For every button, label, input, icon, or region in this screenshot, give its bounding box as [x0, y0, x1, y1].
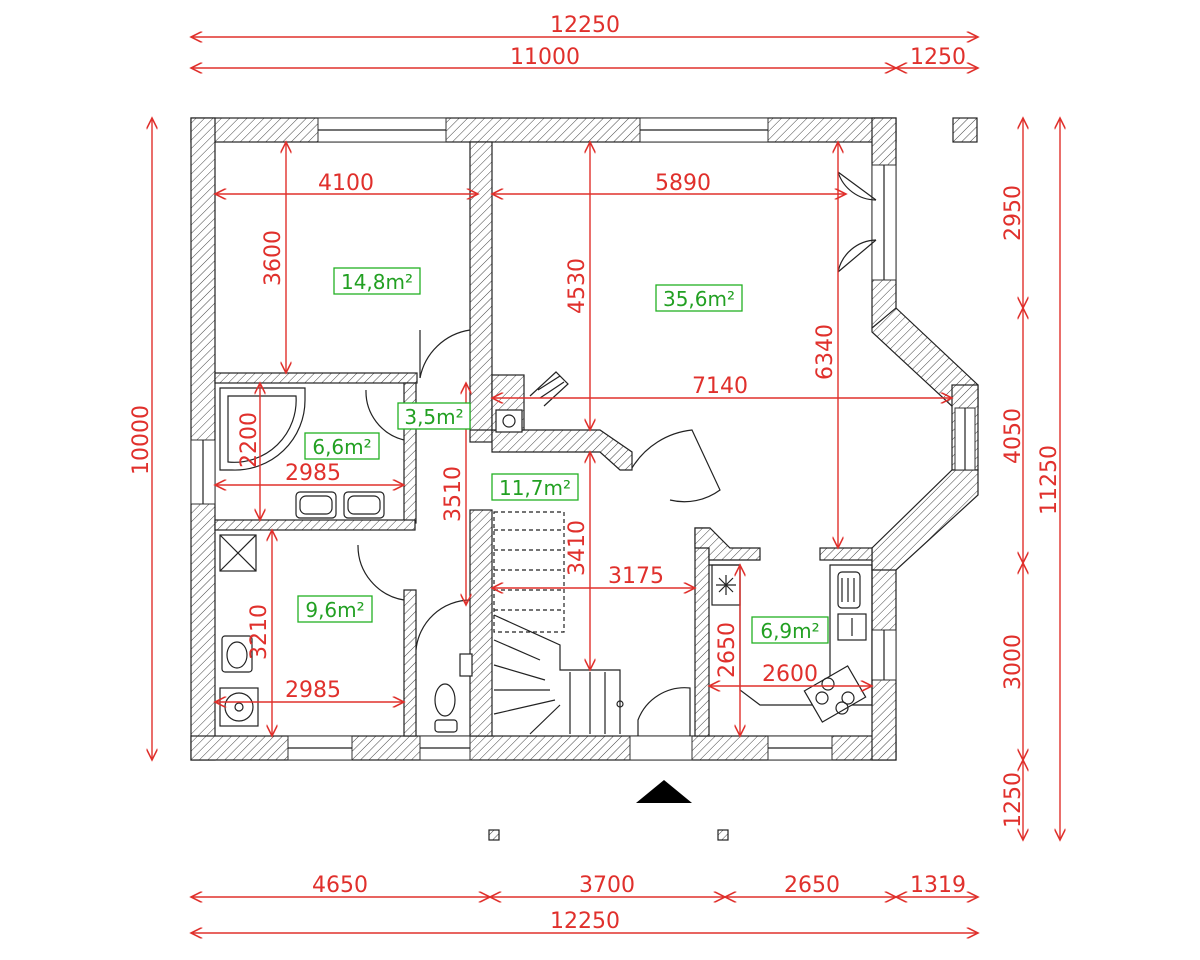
dimension-lines: [152, 37, 1060, 933]
north-wall: [190, 117, 897, 143]
wall-bedroom-living: [469, 141, 493, 443]
wall-chimney: [470, 429, 633, 471]
dim-top-main: 11000: [510, 45, 580, 70]
dim-room4-h: 3210: [247, 604, 272, 660]
entrance-arrow-icon: [636, 780, 692, 803]
wall-room4-wc: [403, 589, 417, 737]
dim-right-3: 3000: [1001, 634, 1026, 690]
dim-bottom-3: 2650: [784, 873, 840, 898]
door-living: [631, 429, 721, 503]
dim-stair-w: 3175: [608, 564, 664, 589]
dim-right-4: 1250: [1001, 772, 1026, 828]
dim-bath-w: 2985: [285, 461, 341, 486]
area-hall: 3,5m²: [404, 405, 463, 429]
dim-right-1: 2950: [1001, 185, 1026, 241]
dim-stair-h: 3410: [565, 520, 590, 576]
wc-basin: [434, 719, 458, 733]
wall-wc-stair: [469, 509, 493, 737]
stove-living: [495, 409, 523, 433]
post-right: [717, 829, 729, 841]
wall-kitchen-stub-left: [694, 527, 761, 561]
wall-bedroom-bath: [214, 372, 418, 384]
post-left: [488, 829, 500, 841]
area-bath: 6,6m²: [312, 435, 371, 459]
door-bath: [365, 389, 405, 441]
windows: [190, 117, 976, 761]
area-stair: 11,7m²: [499, 476, 571, 500]
staircase: [493, 511, 624, 735]
dim-right-overall: 11250: [1037, 445, 1062, 515]
dim-right-2: 4050: [1001, 408, 1026, 464]
wall-stair-kitchen: [694, 527, 710, 737]
dim-room4-w: 2985: [285, 678, 341, 703]
sink-1: [295, 491, 337, 519]
kitchen-sink-drainer: [837, 571, 861, 609]
dim-living-w: 5890: [655, 171, 711, 196]
dim-bedroom-h: 3600: [261, 230, 286, 286]
wall-kitchen-stub-right: [819, 547, 873, 561]
sink-2: [343, 491, 385, 519]
wall-bath-room4: [214, 519, 416, 531]
bathtub: [219, 387, 306, 471]
bay-wall-lower: [871, 469, 979, 571]
entrance-door-frame: [629, 735, 693, 761]
dim-bottom-overall: 12250: [550, 909, 620, 934]
area-living: 35,6m²: [663, 287, 735, 311]
door-entrance: [637, 687, 691, 736]
dim-living-h: 4530: [565, 258, 590, 314]
dim-top-overall: 12250: [550, 13, 620, 38]
west-wall: [190, 117, 216, 761]
wc-cistern: [459, 653, 473, 677]
area-kitchen: 6,9m²: [760, 619, 819, 643]
area-labels: 14,8m² 35,6m² 3,5m² 6,6m² 11,7m² 9,6m² 6…: [297, 267, 829, 644]
area-room4: 9,6m²: [305, 598, 364, 622]
dim-bath-h: 2200: [237, 412, 262, 468]
dim-top-ext: 1250: [910, 45, 966, 70]
dim-bottom-1: 4650: [312, 873, 368, 898]
door-room4: [357, 544, 405, 601]
dim-living-w2: 7140: [692, 374, 748, 399]
door-wc: [415, 599, 471, 651]
door-terrace: [837, 171, 877, 273]
dim-left-overall: 10000: [129, 405, 154, 475]
dim-kitchen-w: 2600: [762, 662, 818, 687]
dim-bottom-4: 1319: [910, 873, 966, 898]
dim-living-h2: 6340: [813, 324, 838, 380]
area-bedroom: 14,8m²: [341, 270, 413, 294]
chimney-ext: [952, 117, 978, 143]
dim-bedroom-w: 4100: [318, 171, 374, 196]
door-bedroom: [419, 329, 471, 379]
dim-kitchen-h: 2650: [715, 622, 740, 678]
washing-machine: [219, 687, 259, 727]
dimension-labels: 12250 11000 1250 4650 3700 2650 1319 122…: [129, 13, 1062, 934]
dim-bottom-2: 3700: [579, 873, 635, 898]
dim-hall-h: 3510: [441, 466, 466, 522]
toilet: [434, 683, 456, 717]
